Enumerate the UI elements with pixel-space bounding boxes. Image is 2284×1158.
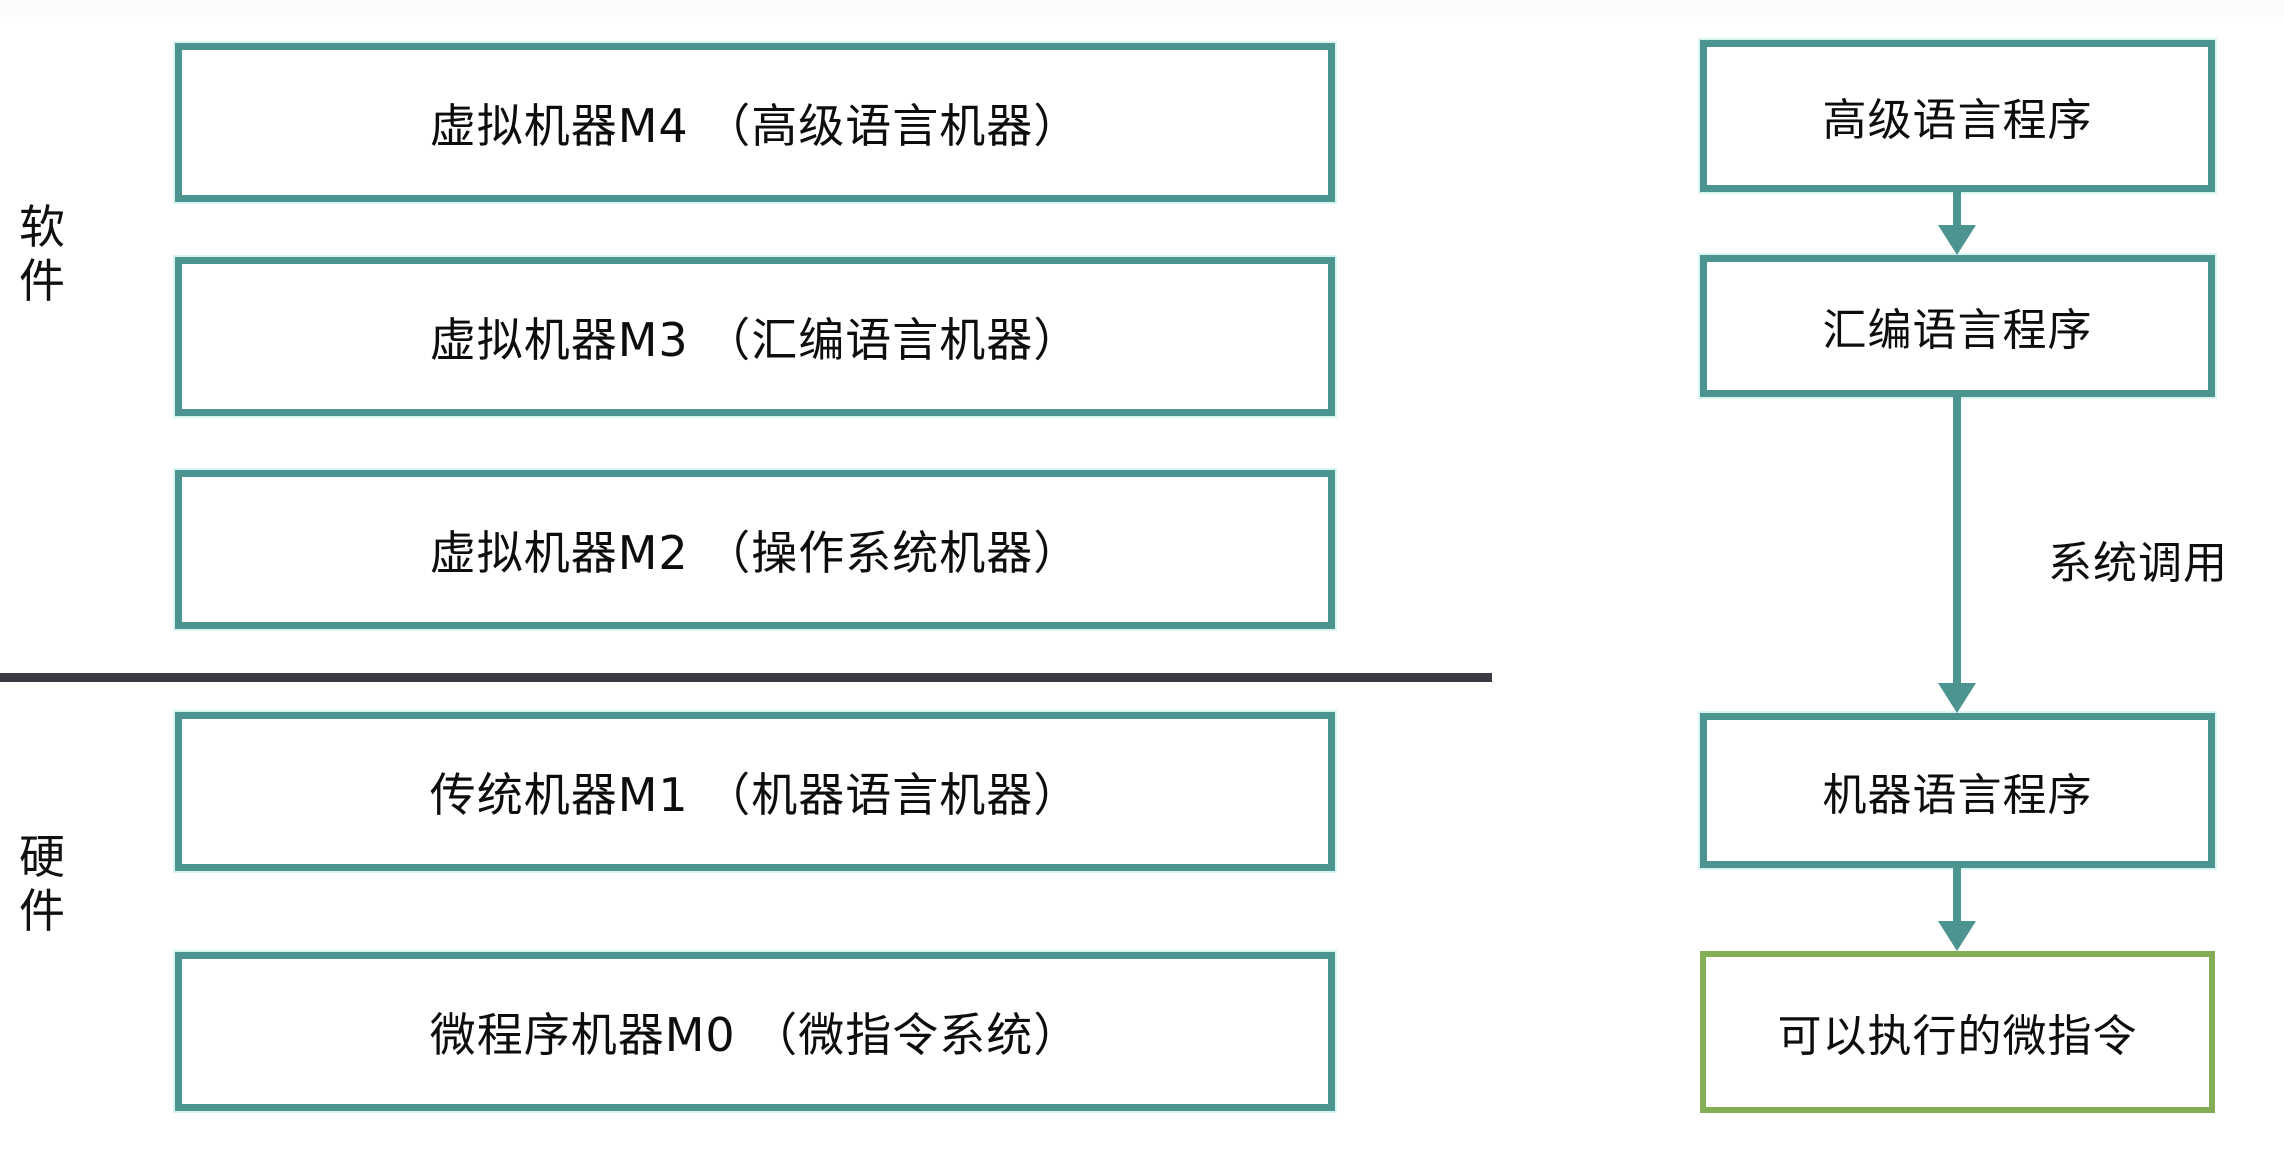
machine-level-label: 虚拟机器M3 （汇编语言机器） — [429, 312, 1081, 367]
machine-level-box-m0[interactable]: 微程序机器M0 （微指令系统） — [175, 952, 1335, 1111]
program-box-label: 可以执行的微指令 — [1777, 1011, 2138, 1062]
machine-level-label: 传统机器M1 （机器语言机器） — [429, 767, 1081, 822]
program-box-label: 高级语言程序 — [1822, 95, 2093, 146]
machine-level-box-m2[interactable]: 虚拟机器M2 （操作系统机器） — [175, 470, 1335, 629]
section-label-software: 软件 — [19, 200, 65, 309]
arrow-head — [1938, 683, 1976, 713]
machine-level-box-m4[interactable]: 虚拟机器M4 （高级语言机器） — [175, 43, 1335, 202]
program-box-label: 汇编语言程序 — [1822, 305, 2093, 356]
arrow-stem — [1953, 868, 1961, 922]
machine-level-label: 虚拟机器M2 （操作系统机器） — [429, 525, 1081, 580]
arrow-stem — [1953, 397, 1961, 685]
machine-level-box-m3[interactable]: 虚拟机器M3 （汇编语言机器） — [175, 257, 1335, 416]
program-box-executable-microinstruction[interactable]: 可以执行的微指令 — [1700, 951, 2215, 1113]
machine-level-label: 虚拟机器M4 （高级语言机器） — [429, 98, 1081, 153]
machine-level-box-m1[interactable]: 传统机器M1 （机器语言机器） — [175, 712, 1335, 871]
section-label-hardware: 硬件 — [19, 830, 65, 939]
edge-label-system-call: 系统调用 — [2048, 538, 2228, 589]
software-hardware-divider — [0, 673, 1492, 682]
program-box-high-level-program[interactable]: 高级语言程序 — [1700, 40, 2215, 192]
arrow-head — [1938, 921, 1976, 951]
program-box-machine-program[interactable]: 机器语言程序 — [1700, 713, 2215, 868]
machine-level-label: 微程序机器M0 （微指令系统） — [429, 1007, 1081, 1062]
arrow-stem — [1953, 192, 1961, 226]
program-box-assembly-program[interactable]: 汇编语言程序 — [1700, 255, 2215, 397]
program-box-label: 机器语言程序 — [1822, 769, 2093, 821]
arrow-head — [1938, 225, 1976, 255]
